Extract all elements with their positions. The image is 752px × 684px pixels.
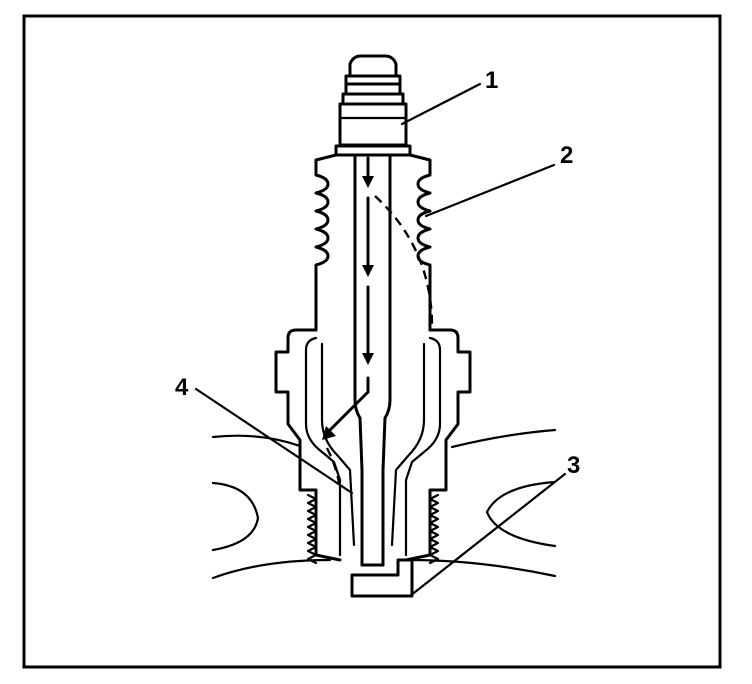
callout-1: 1 (485, 67, 498, 94)
terminal-nut (338, 54, 408, 147)
center-electrode (353, 153, 392, 567)
ground-electrode (350, 558, 414, 598)
current-flow-arrows (322, 156, 374, 440)
figure-frame (22, 14, 722, 669)
shell-threads (306, 493, 440, 565)
callout-3: 3 (567, 452, 580, 479)
insulator-nose (320, 342, 426, 547)
insulator-body (314, 144, 432, 332)
cylinder-head-outline (211, 428, 557, 580)
metal-shell (274, 328, 472, 562)
leakage-path (325, 195, 434, 491)
callout-2: 2 (560, 142, 573, 169)
callout-4: 4 (175, 374, 189, 401)
callout-leaders (194, 82, 567, 598)
